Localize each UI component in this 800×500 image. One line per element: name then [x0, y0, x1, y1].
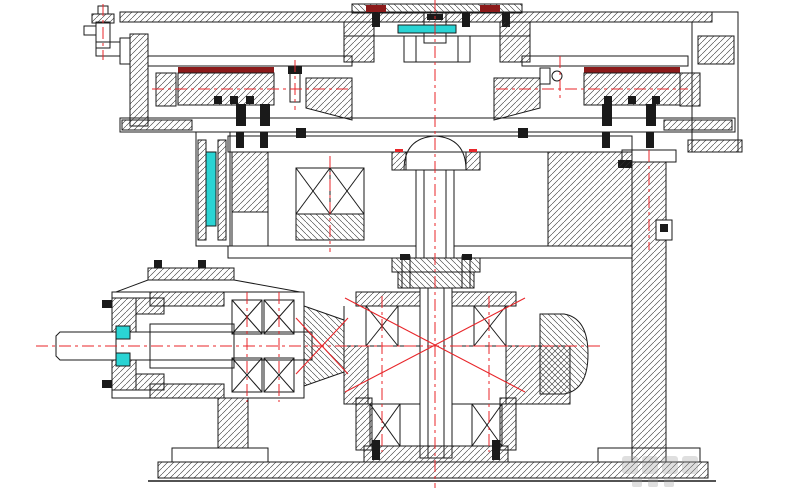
- shaft-seal-upper: [115, 325, 131, 340]
- spindle-dome: [403, 135, 467, 171]
- right-bracket: [687, 11, 743, 153]
- bell-plate: [147, 267, 235, 281]
- housing-top-plate: [227, 135, 633, 153]
- fitting-circle: [551, 70, 563, 82]
- left-wall: [129, 33, 149, 127]
- valve-handle: [83, 25, 97, 36]
- centerlines: [36, 0, 688, 488]
- left-seal-bar: [178, 67, 274, 73]
- coupling-disc-upper: [391, 257, 481, 273]
- guide-seal-strip: [205, 151, 217, 227]
- main-plate: [119, 117, 736, 133]
- shaft-sleeve: [149, 323, 235, 369]
- bell-housing: [115, 279, 301, 293]
- gear-housing: [227, 128, 633, 259]
- watermark: [622, 456, 698, 487]
- vertical-shaft: [419, 287, 453, 459]
- shaft-seal-lower: [115, 352, 131, 367]
- side-cover: [539, 313, 589, 395]
- left-guide-column: [195, 131, 231, 247]
- input-shaft-assembly: [55, 260, 345, 399]
- bottom-cap: [363, 445, 509, 463]
- center-spindle: [391, 135, 481, 289]
- gear-pitch-line: [344, 297, 526, 393]
- upper-bearing-pair: [295, 167, 365, 215]
- bevel-gear-assembly: [343, 287, 589, 463]
- left-leg: [217, 397, 249, 449]
- coupling-disc-lower: [397, 271, 475, 289]
- cap-seal-strip: [397, 24, 457, 34]
- right-seal-bar: [584, 67, 680, 73]
- base-frame: [148, 397, 716, 482]
- top-cover-assembly: [119, 3, 736, 148]
